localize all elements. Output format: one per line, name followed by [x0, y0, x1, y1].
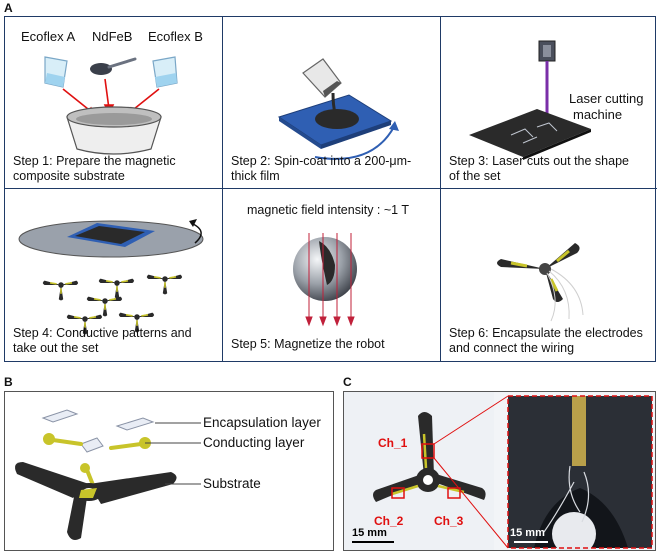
step4-caption: Step 4: Conductive patterns and take out… — [13, 326, 192, 356]
step2-cell: Step 2: Spin-coat into a 200-μm- thick f… — [223, 17, 441, 189]
mini-robot-icon — [147, 275, 182, 295]
channel-3-label: Ch_3 — [434, 514, 463, 528]
substrate-icon — [15, 462, 177, 540]
spoon-icon — [90, 59, 135, 75]
step5-caption: Step 5: Magnetize the robot — [231, 337, 385, 352]
scale-label-right: 15 mm — [510, 527, 545, 539]
step2-caption: Step 2: Spin-coat into a 200-μm- thick f… — [231, 154, 411, 184]
step6-cell: Step 6: Encapsulate the electrodes and c… — [441, 189, 657, 361]
panel-letter-c: C — [343, 375, 352, 389]
panel-b: Encapsulation layer Conducting layer Sub… — [4, 391, 334, 551]
step5-cell: magnetic field intensity : ~1 T Step 5: … — [223, 189, 441, 361]
mini-robot-icon — [99, 279, 134, 299]
channel-2-label: Ch_2 — [374, 514, 403, 528]
step3-caption: Step 3: Laser cuts out the shape of the … — [449, 154, 629, 184]
encapsulated-robot-icon — [497, 243, 580, 302]
mini-robot-icon — [87, 297, 122, 317]
conducting-layer-label: Conducting layer — [203, 435, 304, 450]
panel-letter-a: A — [4, 1, 13, 15]
beaker-a-icon — [45, 57, 67, 87]
bowl-icon — [67, 107, 161, 154]
substrate-label: Substrate — [203, 476, 261, 491]
panel-letter-b: B — [4, 375, 13, 389]
encapsulation-layer-label: Encapsulation layer — [203, 415, 321, 430]
beaker-b-icon — [153, 57, 177, 87]
mini-robot-icon — [43, 281, 78, 301]
step3-cell: Laser cutting machine Step 3: Laser cuts… — [441, 17, 657, 189]
scale-label-left: 15 mm — [352, 527, 387, 539]
step1-caption: Step 1: Prepare the magnetic composite s… — [13, 154, 176, 184]
panel-a-grid: Ecoflex A NdFeB Ecoflex B — [4, 16, 656, 362]
pouring-beaker-icon — [303, 59, 341, 97]
channel-1-label: Ch_1 — [378, 436, 407, 450]
cut-sheet-icon — [469, 109, 591, 160]
laser-head-icon — [539, 41, 555, 61]
step6-caption: Step 6: Encapsulate the electrodes and c… — [449, 326, 643, 356]
pour-stream-icon — [333, 93, 335, 113]
step1-cell: Ecoflex A NdFeB Ecoflex B — [5, 17, 223, 189]
panel-c: Ch_1 Ch_2 Ch_3 15 mm 15 mm — [343, 391, 656, 551]
film-puddle-icon — [315, 109, 359, 129]
step4-cell: Step 4: Conductive patterns and take out… — [5, 189, 223, 361]
step5-illustration — [223, 189, 441, 361]
